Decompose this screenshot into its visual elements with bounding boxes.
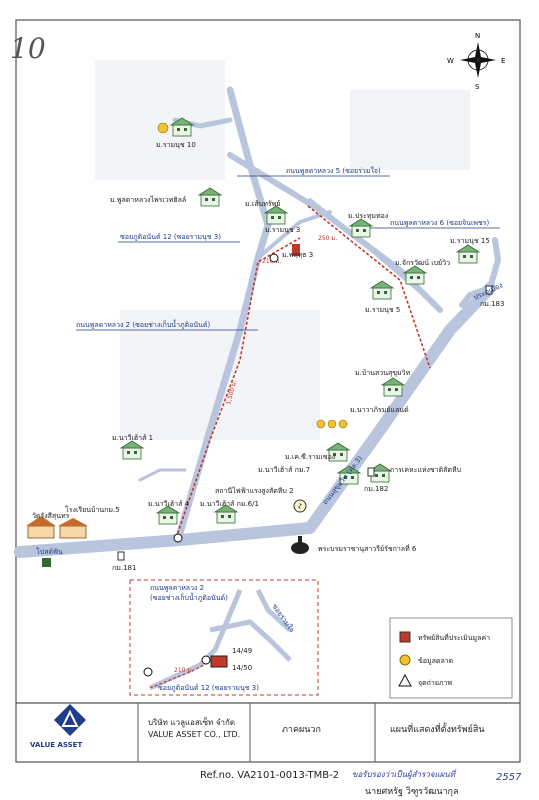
village-label: ม.นาวีเฮ้าส์ 1 [112, 434, 153, 442]
village-label: ม.พูลตาหลวงไพรเวทฮิลล์ [110, 195, 186, 204]
village-label: ม.รามนุช 15 [450, 237, 490, 245]
legend-market-icon [399, 654, 411, 666]
svg-text:N: N [475, 32, 480, 40]
km-label: กม.183 [480, 300, 504, 308]
village-label: ม.บ้านสวนสุขุมวิท [355, 369, 411, 377]
svg-text:ซอยภูติอนันต์ 12 (ซอยรามนุช 3): ซอยภูติอนันต์ 12 (ซอยรามนุช 3) [158, 684, 259, 692]
village-label: ม.รามนุช 5 [365, 306, 400, 314]
village-label: ม.รามนุช 10 [156, 141, 196, 149]
svg-text:E: E [501, 57, 505, 65]
market-data-icons [157, 122, 348, 429]
property-marker [292, 244, 300, 256]
landmark-label: การเคหะแห่งชาติสัตหีบ [390, 466, 461, 474]
house-icon [381, 377, 405, 397]
svg-text:จุดถ่ายภาพ: จุดถ่ายภาพ [418, 679, 452, 687]
road-label: โปสต์ฟัน [36, 547, 63, 556]
village-label: ม.จักรวัฒน์ เบย์วิว [395, 259, 450, 267]
reference-number: Ref.no. VA2101-0013-TMB-2 [200, 770, 340, 781]
svg-text:S: S [475, 83, 480, 91]
signature-year: 2557 [496, 772, 522, 783]
route-to-property [175, 205, 431, 539]
village-label: ม.นาวาภิรมย์แลนด์ [350, 406, 409, 414]
house-icon [456, 244, 480, 264]
house-icon [370, 280, 394, 300]
photo-point-icons [173, 253, 279, 543]
road-label: ถนนพูลตาหลวง 6 (ซอยจินเพชร) [390, 219, 490, 227]
company-name-en: VALUE ASSET CO., LTD. [148, 730, 241, 739]
svg-text:W: W [447, 57, 454, 65]
map-title: แผนที่แสดงที่ตั้งทรัพย์สิน [390, 725, 485, 735]
legend-photo-icon [398, 673, 412, 687]
village-label: ม.รามนุช 3 [265, 226, 300, 234]
school-icon [58, 518, 88, 539]
svg-text:ข้อมูลตลาด: ข้อมูลตลาด [418, 657, 453, 665]
company-logo-icon [54, 704, 86, 736]
post-marker-icon [42, 558, 51, 567]
km-label: กม.181 [112, 564, 136, 572]
village-label: ม.นาวีเฮ้าส์ กม.6/1 [200, 500, 259, 508]
village-label: ม.ประทุมทอง [348, 212, 388, 220]
road-label: ถนนพูลตาหลวง 5 (ซอยร่วมใจ) [286, 166, 381, 175]
signature-note: ขอรับรองว่าเป็นผู้สำรวจแผนที่ [352, 770, 456, 779]
inset-map: ถนนพูลตาหลวง 2 (ซอยช่างเก็บน้ำภูติอนันต์… [129, 579, 319, 696]
monument-icon [291, 536, 309, 554]
legend: ทรัพย์สินที่ประเมินมูลค่า ข้อมูลตลาด จุด… [389, 617, 513, 699]
map-frame [15, 19, 521, 763]
km-label: กม.182 [364, 485, 388, 493]
compass-icon: N S E W [447, 32, 505, 91]
logo-text: VALUE ASSET [30, 741, 83, 749]
landmark-label: สถานีไฟฟ้าแรงสูงสัตหีบ 2 [215, 486, 294, 495]
landmark-label: พระบรมราชานุสาวรีย์รัชกาลที่ 6 [318, 544, 417, 553]
temple-icon [26, 516, 56, 539]
house-icon [198, 187, 222, 207]
school-label: โรงเรียนบ้านกม.5 [65, 505, 120, 514]
village-label: ม.นาวีเฮ้าส์ 4 [148, 500, 190, 508]
house-icon [156, 505, 180, 525]
substation-icon [293, 499, 307, 513]
km-marker-icons [117, 285, 493, 561]
svg-text:14/50: 14/50 [232, 664, 252, 672]
village-label: ม.เค.ซี.รามเซอง [285, 453, 335, 461]
distance-label: 250 ม. [318, 235, 337, 242]
svg-text:14/49: 14/49 [232, 647, 252, 655]
region-label: ภาคผนวก [282, 725, 321, 735]
company-name-th: บริษัท แวลูแอสเซ็ท จำกัด [148, 718, 236, 727]
svg-text:(ซอยช่างเก็บน้ำภูติอนันต์): (ซอยช่างเก็บน้ำภูติอนันต์) [150, 591, 228, 602]
inset-property-icon [210, 655, 228, 668]
svg-text:ทรัพย์สินที่ประเมินมูลค่า: ทรัพย์สินที่ประเมินมูลค่า [418, 633, 490, 642]
village-label: ม.พฤทุธ 3 [282, 251, 313, 259]
road-label: ถนนพูลตาหลวง 2 (ซอยช่างเก็บน้ำภูติอนันต์… [76, 318, 211, 329]
temple-label: วัดรังสีสุนทร [32, 512, 70, 520]
village-label: ม.เส้นทรัพย์ [245, 200, 280, 208]
svg-text:ถนนพูลตาหลวง 2: ถนนพูลตาหลวง 2 [150, 584, 204, 592]
road-label: ซอยภูติอนันต์ 12 (ซอยรามนุช 3) [120, 233, 221, 241]
svg-text:210 ม.: 210 ม. [174, 667, 193, 674]
house-icon [403, 265, 427, 285]
house-icon [349, 218, 373, 238]
village-label: ม.นาวีเฮ้าส์ กม.7 [258, 466, 310, 474]
handwritten-mark: 10 [10, 32, 46, 65]
house-icon [120, 440, 144, 460]
legend-property-icon [399, 631, 411, 643]
house-icon [264, 205, 288, 225]
signer-name: นายศหรัฐ วิฑูรวัฒนากุล [365, 787, 459, 797]
